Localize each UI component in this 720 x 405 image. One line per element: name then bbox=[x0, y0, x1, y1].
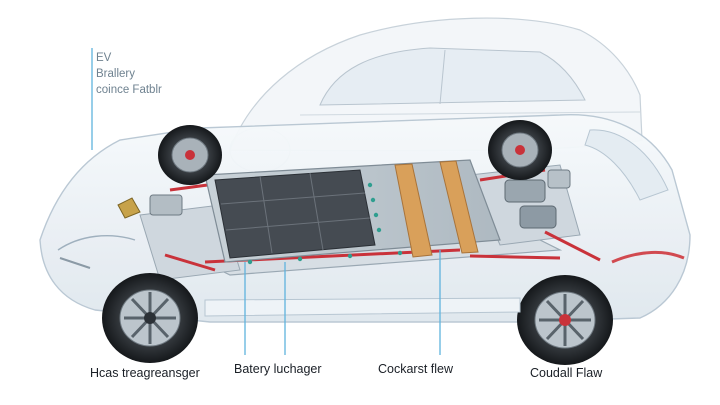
callout-label-front: Hcas treagreansger bbox=[90, 366, 200, 380]
callout-label-rear: Coudall Flaw bbox=[530, 366, 603, 380]
callout-label-battery: Batery luchager bbox=[234, 362, 322, 376]
title-line-1: EV bbox=[96, 52, 112, 64]
title-line-2: Brallery bbox=[96, 68, 135, 80]
title-line-3: coince Fatblr bbox=[96, 84, 162, 96]
wheel-rear-upper bbox=[488, 120, 552, 180]
callout-label-cockpit: Cockarst flew bbox=[378, 362, 454, 376]
diagram-title: EV Brallery coince Fatblr bbox=[96, 50, 162, 98]
wheel-front-lower bbox=[102, 273, 198, 363]
underbody-skirt bbox=[204, 297, 521, 317]
rear-drive-unit bbox=[504, 169, 571, 229]
wheel-front-upper bbox=[158, 125, 222, 185]
wheel-rear-lower bbox=[517, 275, 613, 365]
front-drive-unit bbox=[117, 194, 183, 219]
battery-pack bbox=[204, 159, 501, 265]
